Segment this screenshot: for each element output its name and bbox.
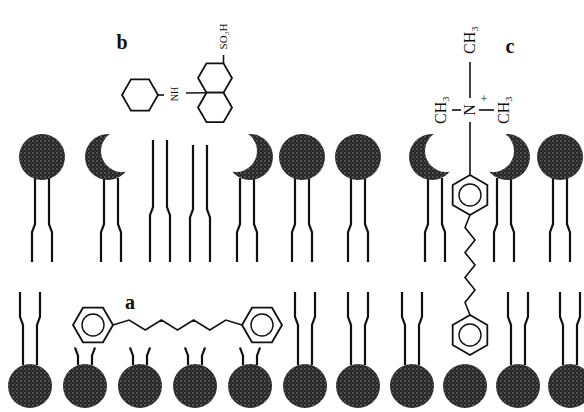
probe-molecules [73, 55, 494, 355]
benzene-ring [242, 308, 282, 343]
aromatic-circle [251, 314, 273, 336]
lipid-head [548, 364, 584, 408]
chemical-bond [479, 109, 494, 111]
lipid-tail [402, 292, 405, 365]
lipid-tail [511, 178, 514, 262]
lipid-tail [312, 292, 315, 365]
benzene-ring [453, 175, 488, 215]
lipid-tail [494, 178, 497, 262]
lipid-tail [525, 292, 528, 365]
lipid-tail [365, 178, 368, 262]
lipid-tail [254, 178, 257, 262]
lipid-tail [75, 348, 78, 365]
chemical-label: CH₃ [462, 26, 478, 54]
benzene-ring [122, 79, 158, 110]
lipid-head [390, 364, 434, 408]
chemical-bond [452, 109, 461, 111]
chemical-bond [469, 122, 471, 175]
lipid-tail [508, 292, 511, 365]
lipid-tail [190, 145, 193, 262]
lipid-tail [292, 178, 295, 262]
lipid-tail [92, 348, 95, 365]
lipid-head [63, 364, 107, 408]
lipid-tail [348, 178, 351, 262]
lipid-head [443, 364, 487, 408]
lipid-tail [550, 178, 553, 262]
lipid-tail [425, 178, 428, 262]
lipid-tail [150, 140, 153, 262]
lipid-tail [257, 348, 260, 365]
probe-letter: b [116, 32, 127, 52]
chemical-label: N [462, 104, 478, 116]
chemical-bond [465, 215, 475, 315]
lipid-tail [560, 292, 563, 365]
lipid-tail [37, 292, 40, 365]
chemical-label: SO₃H [219, 23, 230, 49]
head-cutout [215, 130, 257, 172]
lipid-head [279, 134, 325, 180]
head-cutout [101, 130, 143, 172]
benzene-ring [453, 315, 488, 355]
lipid-tail [237, 178, 240, 262]
lipid-tail [130, 348, 133, 365]
lipid-head [118, 364, 162, 408]
benzene-ring [198, 63, 232, 92]
lipid-head [335, 134, 381, 180]
lipid-heads [8, 130, 584, 408]
lipid-head [173, 364, 217, 408]
lipid-tail [419, 292, 422, 365]
aromatic-circle [459, 184, 481, 206]
lipid-head [283, 364, 327, 408]
head-cutout [425, 130, 467, 172]
lipid-head [336, 364, 380, 408]
lipid-tail [101, 178, 104, 262]
lipid-tail [147, 348, 150, 365]
chemical-bond [158, 94, 164, 96]
chemical-label: CH₃ [496, 96, 512, 124]
lipid-tail [365, 292, 368, 365]
lipid-tail [20, 292, 23, 365]
aromatic-circle [459, 324, 481, 346]
lipid-head [537, 134, 583, 180]
chemical-bond [469, 62, 471, 98]
lipid-head [228, 364, 272, 408]
head-cutout [472, 130, 514, 172]
aromatic-circle [82, 314, 104, 336]
lipid-tail [32, 178, 35, 262]
chemical-label: + [481, 93, 488, 105]
benzene-ring [73, 308, 113, 343]
probe-letter: c [506, 36, 515, 56]
lipid-tail [295, 292, 298, 365]
lipid-tail [207, 145, 210, 262]
lipid-tail [348, 292, 351, 365]
lipid-tail [118, 178, 121, 262]
chemical-bond [186, 92, 207, 94]
chemical-label: CH₃ [433, 96, 449, 124]
lipid-tail [185, 348, 188, 365]
lipid-tail [202, 348, 205, 365]
lipid-head [8, 364, 52, 408]
lipid-tail [442, 178, 445, 262]
benzene-ring [198, 93, 232, 122]
lipid-head [19, 134, 65, 180]
lipid-tail [49, 178, 52, 262]
chemical-bond [113, 320, 242, 330]
lipid-tail [240, 348, 243, 365]
lipid-tail [309, 178, 312, 262]
lipid-tail [577, 292, 580, 365]
lipid-head [496, 364, 540, 408]
probe-letter: a [125, 292, 135, 312]
chemical-bond [223, 55, 225, 63]
lipid-tail [567, 178, 570, 262]
lipid-tail [167, 140, 170, 262]
chemical-label: NH [170, 87, 180, 101]
